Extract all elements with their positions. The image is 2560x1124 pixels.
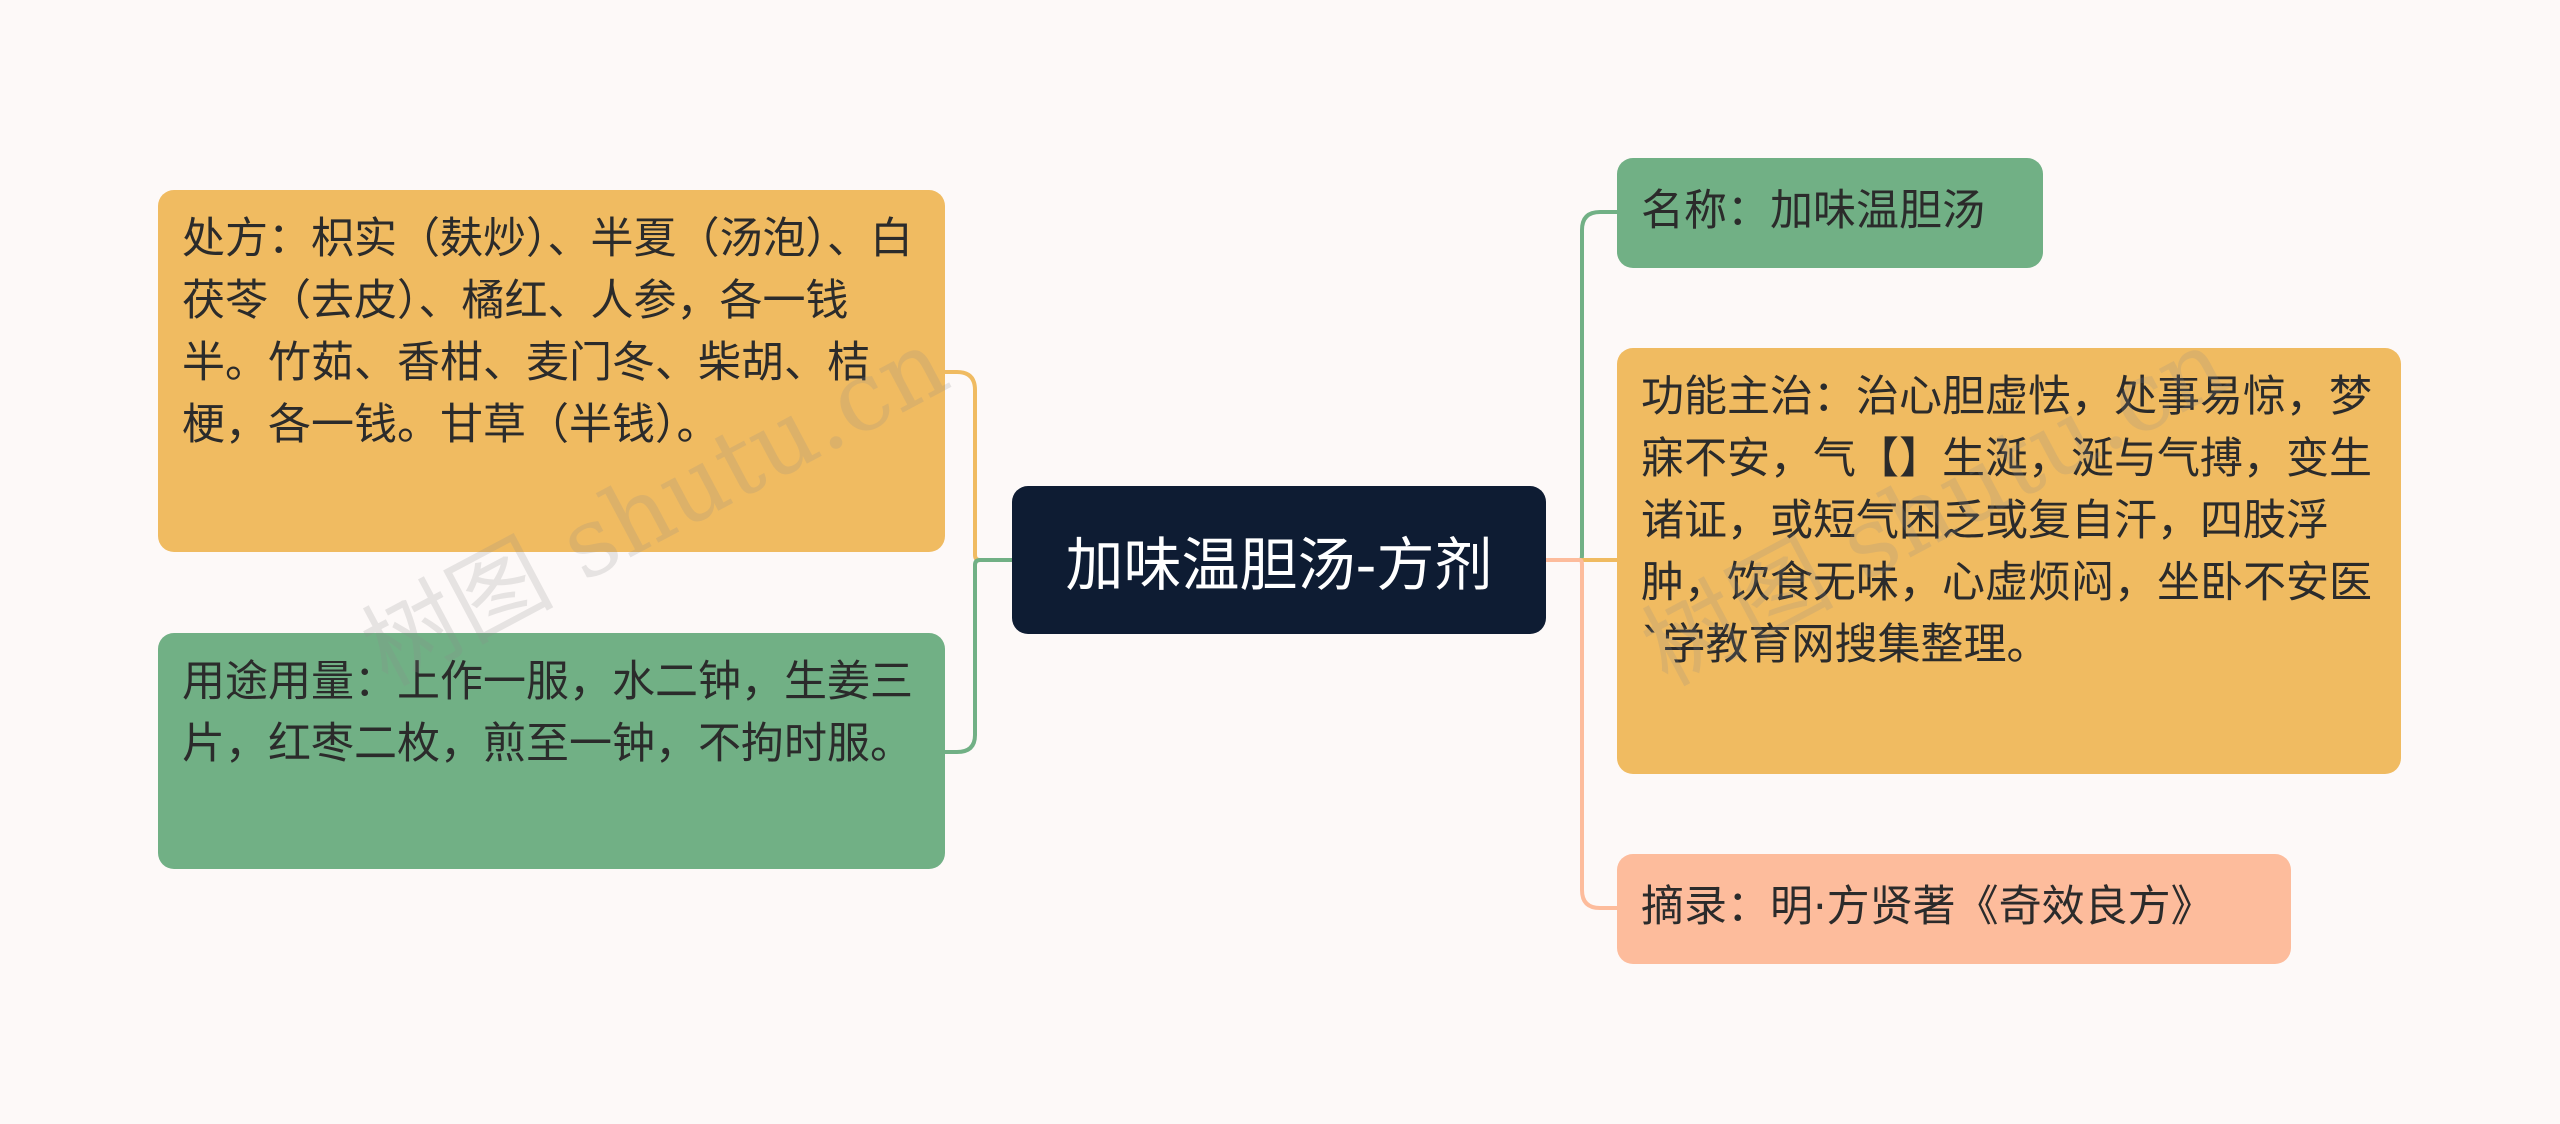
connector-root-to-source (1546, 558, 1617, 910)
connector-root-to-name (1546, 210, 1617, 562)
source-node[interactable]: 摘录：明·方贤著《奇效良方》 (1617, 854, 2291, 964)
prescription-node[interactable]: 处方：枳实（麸炒）、半夏（汤泡）、白茯苓（去皮）、橘红、人参，各一钱半。竹茹、香… (158, 190, 945, 552)
usage-node[interactable]: 用途用量：上作一服，水二钟，生姜三片，红枣二枚，煎至一钟，不拘时服。 (158, 633, 945, 869)
prescription-text: 处方：枳实（麸炒）、半夏（汤泡）、白茯苓（去皮）、橘红、人参，各一钱半。竹茹、香… (182, 214, 913, 450)
connector-root-to-usage (945, 558, 1012, 754)
source-text: 摘录：明·方贤著《奇效良方》 (1641, 882, 2214, 932)
name-node[interactable]: 名称：加味温胆汤 (1617, 158, 2043, 268)
root-node[interactable]: 加味温胆汤-方剂 (1012, 486, 1546, 634)
root-title: 加味温胆汤-方剂 (1065, 531, 1493, 599)
function-text: 功能主治：治心胆虚怯，处事易惊，梦寐不安，气【】生涎，涎与气搏，变生诸证，或短气… (1641, 372, 2372, 670)
usage-text: 用途用量：上作一服，水二钟，生姜三片，红枣二枚，煎至一钟，不拘时服。 (182, 657, 913, 769)
name-text: 名称：加味温胆汤 (1641, 186, 1985, 236)
connector-root-to-prescription (945, 370, 1012, 562)
function-node[interactable]: 功能主治：治心胆虚怯，处事易惊，梦寐不安，气【】生涎，涎与气搏，变生诸证，或短气… (1617, 348, 2401, 774)
